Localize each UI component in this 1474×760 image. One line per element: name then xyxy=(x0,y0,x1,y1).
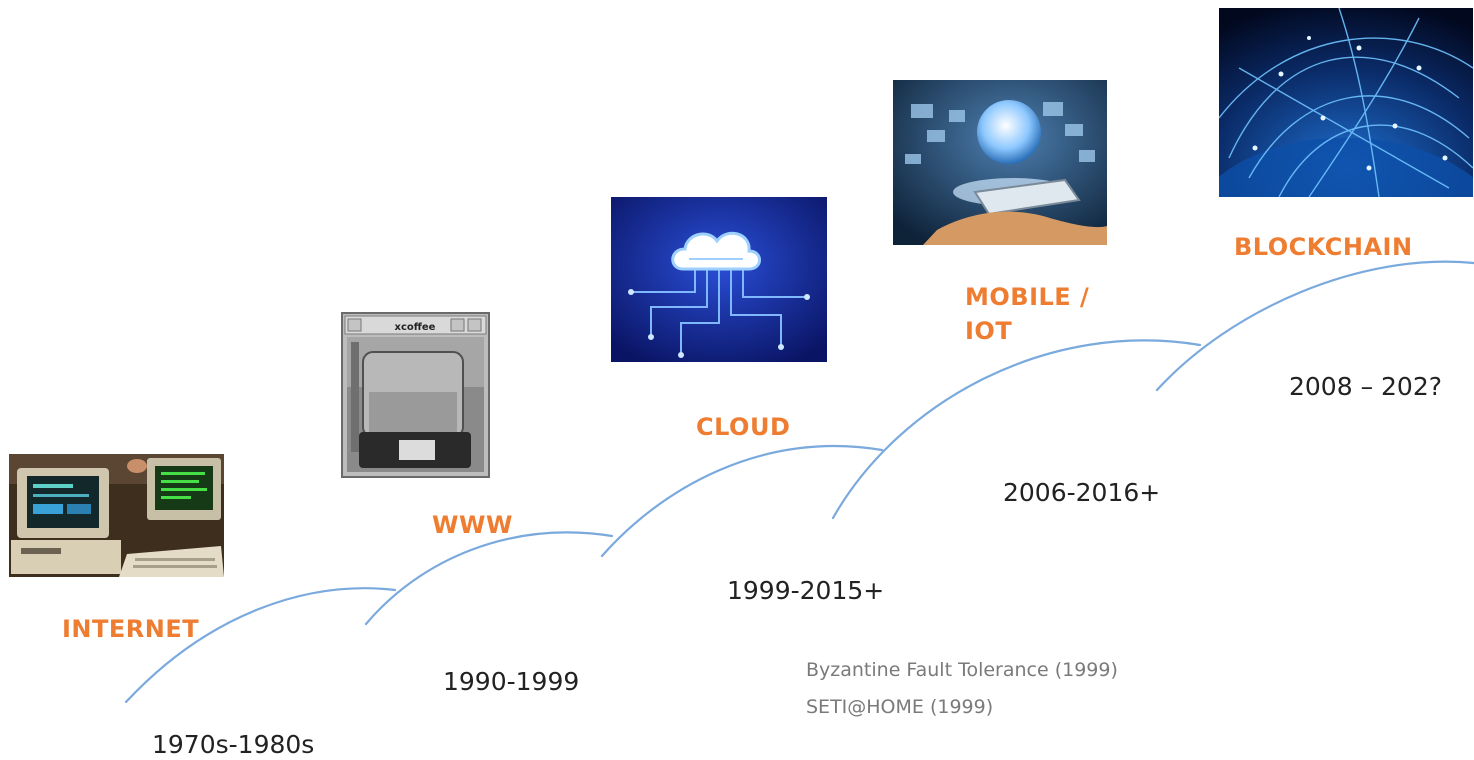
globe-over-smartphone-illustration xyxy=(893,80,1107,245)
era-label-mobile-iot: MOBILE / IOT xyxy=(965,283,1090,345)
era-label-internet: INTERNET xyxy=(62,615,200,643)
curve-segment-blockchain xyxy=(1155,260,1474,392)
era-date-blockchain: 2008 – 202? xyxy=(1289,372,1443,401)
era-date-internet: 1970s-1980s xyxy=(152,730,315,759)
era-date-cloud: 1999-2015+ xyxy=(727,576,885,605)
era-date-mobile-iot: 2006-2016+ xyxy=(1003,478,1161,507)
era-date-www: 1990-1999 xyxy=(443,667,580,696)
note-seti-at-home: SETI@HOME (1999) xyxy=(806,696,994,718)
era-label-blockchain: BLOCKCHAIN xyxy=(1234,233,1413,261)
cloud-circuit-illustration xyxy=(611,197,827,362)
vintage-computers-photo xyxy=(9,454,224,577)
curve-segment-cloud xyxy=(600,445,884,558)
era-label-cloud: CLOUD xyxy=(696,413,791,441)
curve-segment-www xyxy=(364,531,614,626)
curve-segment-mobile xyxy=(831,339,1202,520)
curve-segment-internet xyxy=(124,587,397,704)
xcoffee-webcam-photo: xcoffee xyxy=(341,312,490,478)
webcam-window-title: xcoffee xyxy=(395,322,436,333)
note-byzantine-fault-tolerance: Byzantine Fault Tolerance (1999) xyxy=(806,659,1118,681)
network-globe-illustration xyxy=(1219,8,1473,197)
era-label-www: WWW xyxy=(432,511,513,539)
